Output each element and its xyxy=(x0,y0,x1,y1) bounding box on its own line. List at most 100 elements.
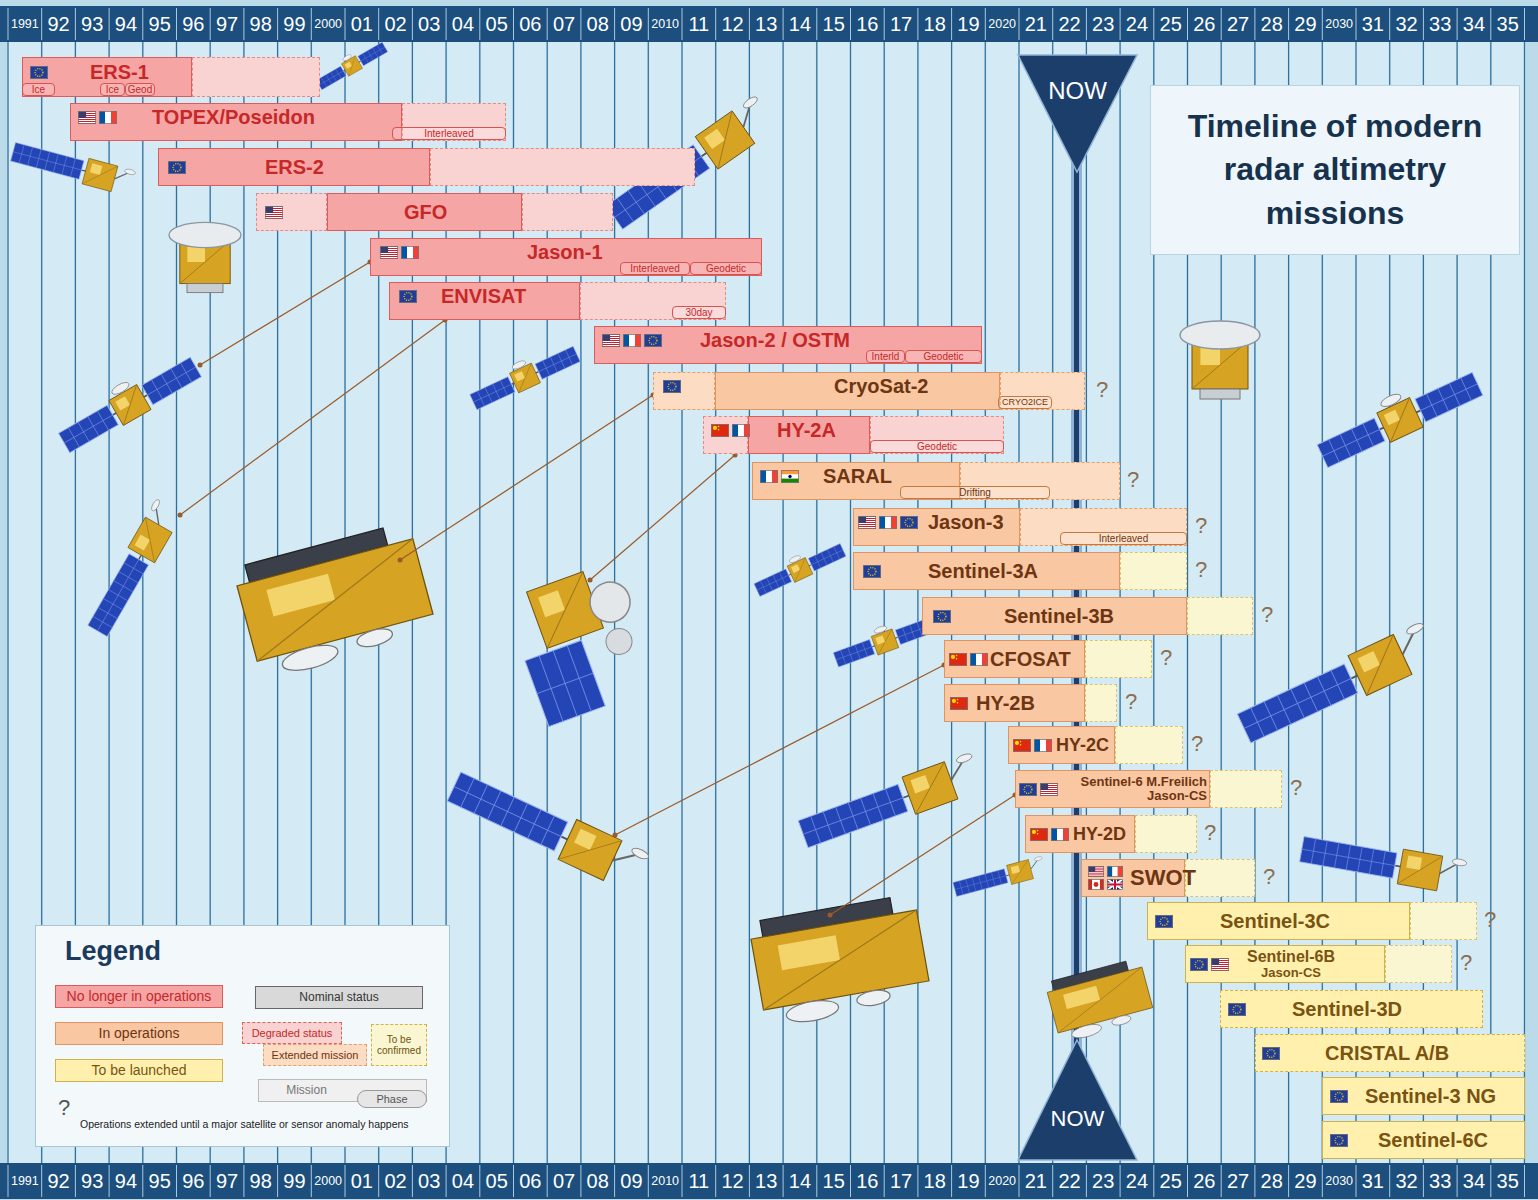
flag-border xyxy=(1089,867,1104,877)
year-label: 25 xyxy=(1154,1163,1188,1199)
antenna-dish xyxy=(280,640,341,675)
year-gridline xyxy=(681,42,682,1163)
year-axis-separator xyxy=(378,8,379,40)
year-label: 01 xyxy=(345,6,379,42)
mission-bar: Sentinel-3D xyxy=(1220,990,1483,1028)
flag-stars xyxy=(173,163,181,171)
mission-bar: GFO xyxy=(256,193,613,231)
legend-swatch: In operations xyxy=(55,1022,223,1045)
year-label: 31 xyxy=(1356,6,1390,42)
year-axis-separator xyxy=(1052,8,1053,40)
year-axis-separator xyxy=(580,8,581,40)
leader-dot xyxy=(588,578,593,583)
body-edge xyxy=(1047,967,1153,1033)
year-label: 24 xyxy=(1120,1163,1154,1199)
phase-box: Ice xyxy=(22,83,55,96)
label-block: SWOT xyxy=(1130,859,1196,897)
question-mark: ? xyxy=(1193,512,1209,540)
mission-bar: TOPEX/PoseidonInterleaved xyxy=(70,103,506,141)
mission-name: Jason-3 xyxy=(928,512,1004,533)
solar-panel xyxy=(1237,664,1357,743)
flag-stars xyxy=(1335,1136,1343,1144)
year-axis-separator xyxy=(1322,1165,1323,1197)
antenna-dish xyxy=(1180,321,1260,349)
mission-bar: Sentinel-3B xyxy=(922,597,1253,635)
year-axis-separator xyxy=(277,1165,278,1197)
solar-panel xyxy=(525,640,605,726)
flag-stars xyxy=(938,612,946,620)
legend-text: In operations xyxy=(99,1026,180,1041)
year-axis-separator xyxy=(547,1165,548,1197)
flag-field xyxy=(1040,739,1046,752)
bar-segment xyxy=(1120,552,1187,590)
mission-name: TOPEX/Poseidon xyxy=(152,107,315,128)
year-axis-separator xyxy=(277,8,278,40)
body-foil xyxy=(574,829,596,850)
satellite-illustration xyxy=(1235,621,1440,748)
year-axis-separator xyxy=(816,8,817,40)
flag-icon xyxy=(1088,866,1104,877)
leader-line xyxy=(615,665,944,835)
body-foil xyxy=(266,574,335,617)
antenna-dish xyxy=(1452,858,1467,867)
flag-icon xyxy=(900,516,918,529)
flag-field xyxy=(1228,1003,1246,1016)
flag-field xyxy=(950,697,968,710)
year-axis-separator xyxy=(816,1165,817,1197)
label-block: HY-2D xyxy=(1073,815,1126,853)
solar-panel xyxy=(447,772,567,851)
flag-field xyxy=(265,206,283,219)
satellite-body xyxy=(1348,634,1412,695)
flag-border xyxy=(951,697,968,709)
flag-field xyxy=(1040,783,1048,790)
flag-field xyxy=(380,246,398,259)
phase-box: Drifting xyxy=(900,486,1050,499)
year-label: 03 xyxy=(412,1163,446,1199)
year-axis-separator xyxy=(75,8,76,40)
year-axis-separator xyxy=(1356,8,1357,40)
legend-text: To be confirmed xyxy=(372,1034,426,1056)
flag-star xyxy=(713,426,717,430)
satellite-illustration xyxy=(53,347,203,456)
year-label: 26 xyxy=(1188,6,1222,42)
phase-label: Interleaved xyxy=(424,129,473,139)
year-label: 06 xyxy=(514,6,548,42)
year-axis-separator xyxy=(176,1165,177,1197)
flag-border xyxy=(1229,1003,1246,1015)
mission-name: Sentinel-3A xyxy=(928,561,1038,582)
satellite-body xyxy=(82,158,118,191)
mission-bar: HY-2D xyxy=(1025,815,1197,853)
phase-box: Interleaved xyxy=(620,262,690,275)
year-column xyxy=(649,42,681,1163)
antenna-dish xyxy=(788,554,801,564)
panel-grid xyxy=(537,673,593,694)
flag-stars xyxy=(1335,1092,1343,1100)
leader-line xyxy=(180,320,445,515)
flag-field xyxy=(407,246,413,259)
antenna-dish xyxy=(1034,856,1043,862)
question-mark: ? xyxy=(1259,601,1275,629)
flag-icon xyxy=(99,111,117,124)
year-gridline xyxy=(715,42,716,1163)
satellite-illustration xyxy=(445,767,650,894)
year-label: 24 xyxy=(1120,6,1154,42)
satellite-illustration xyxy=(1311,360,1484,471)
year-label: 93 xyxy=(75,1163,109,1199)
satellite-illustration xyxy=(1045,958,1156,1044)
flag-border xyxy=(169,161,186,173)
flag-field xyxy=(1030,828,1048,841)
year-label: 22 xyxy=(1053,1163,1087,1199)
year-axis-separator xyxy=(1389,1165,1390,1197)
flag-field xyxy=(863,565,881,578)
flag-field xyxy=(1051,828,1057,841)
mission-name: GFO xyxy=(404,202,447,223)
mission-name: Sentinel-3 NG xyxy=(1365,1086,1496,1107)
flag-icon xyxy=(623,334,641,347)
flag-stars xyxy=(1233,1005,1241,1013)
year-axis-separator xyxy=(243,1165,244,1197)
mission-bar: HY-2C xyxy=(1008,726,1183,764)
mission-name: Jason-CS xyxy=(1261,966,1321,980)
flag-border xyxy=(603,335,620,347)
satellite-illustration xyxy=(748,893,932,1029)
body-foil xyxy=(514,371,525,381)
